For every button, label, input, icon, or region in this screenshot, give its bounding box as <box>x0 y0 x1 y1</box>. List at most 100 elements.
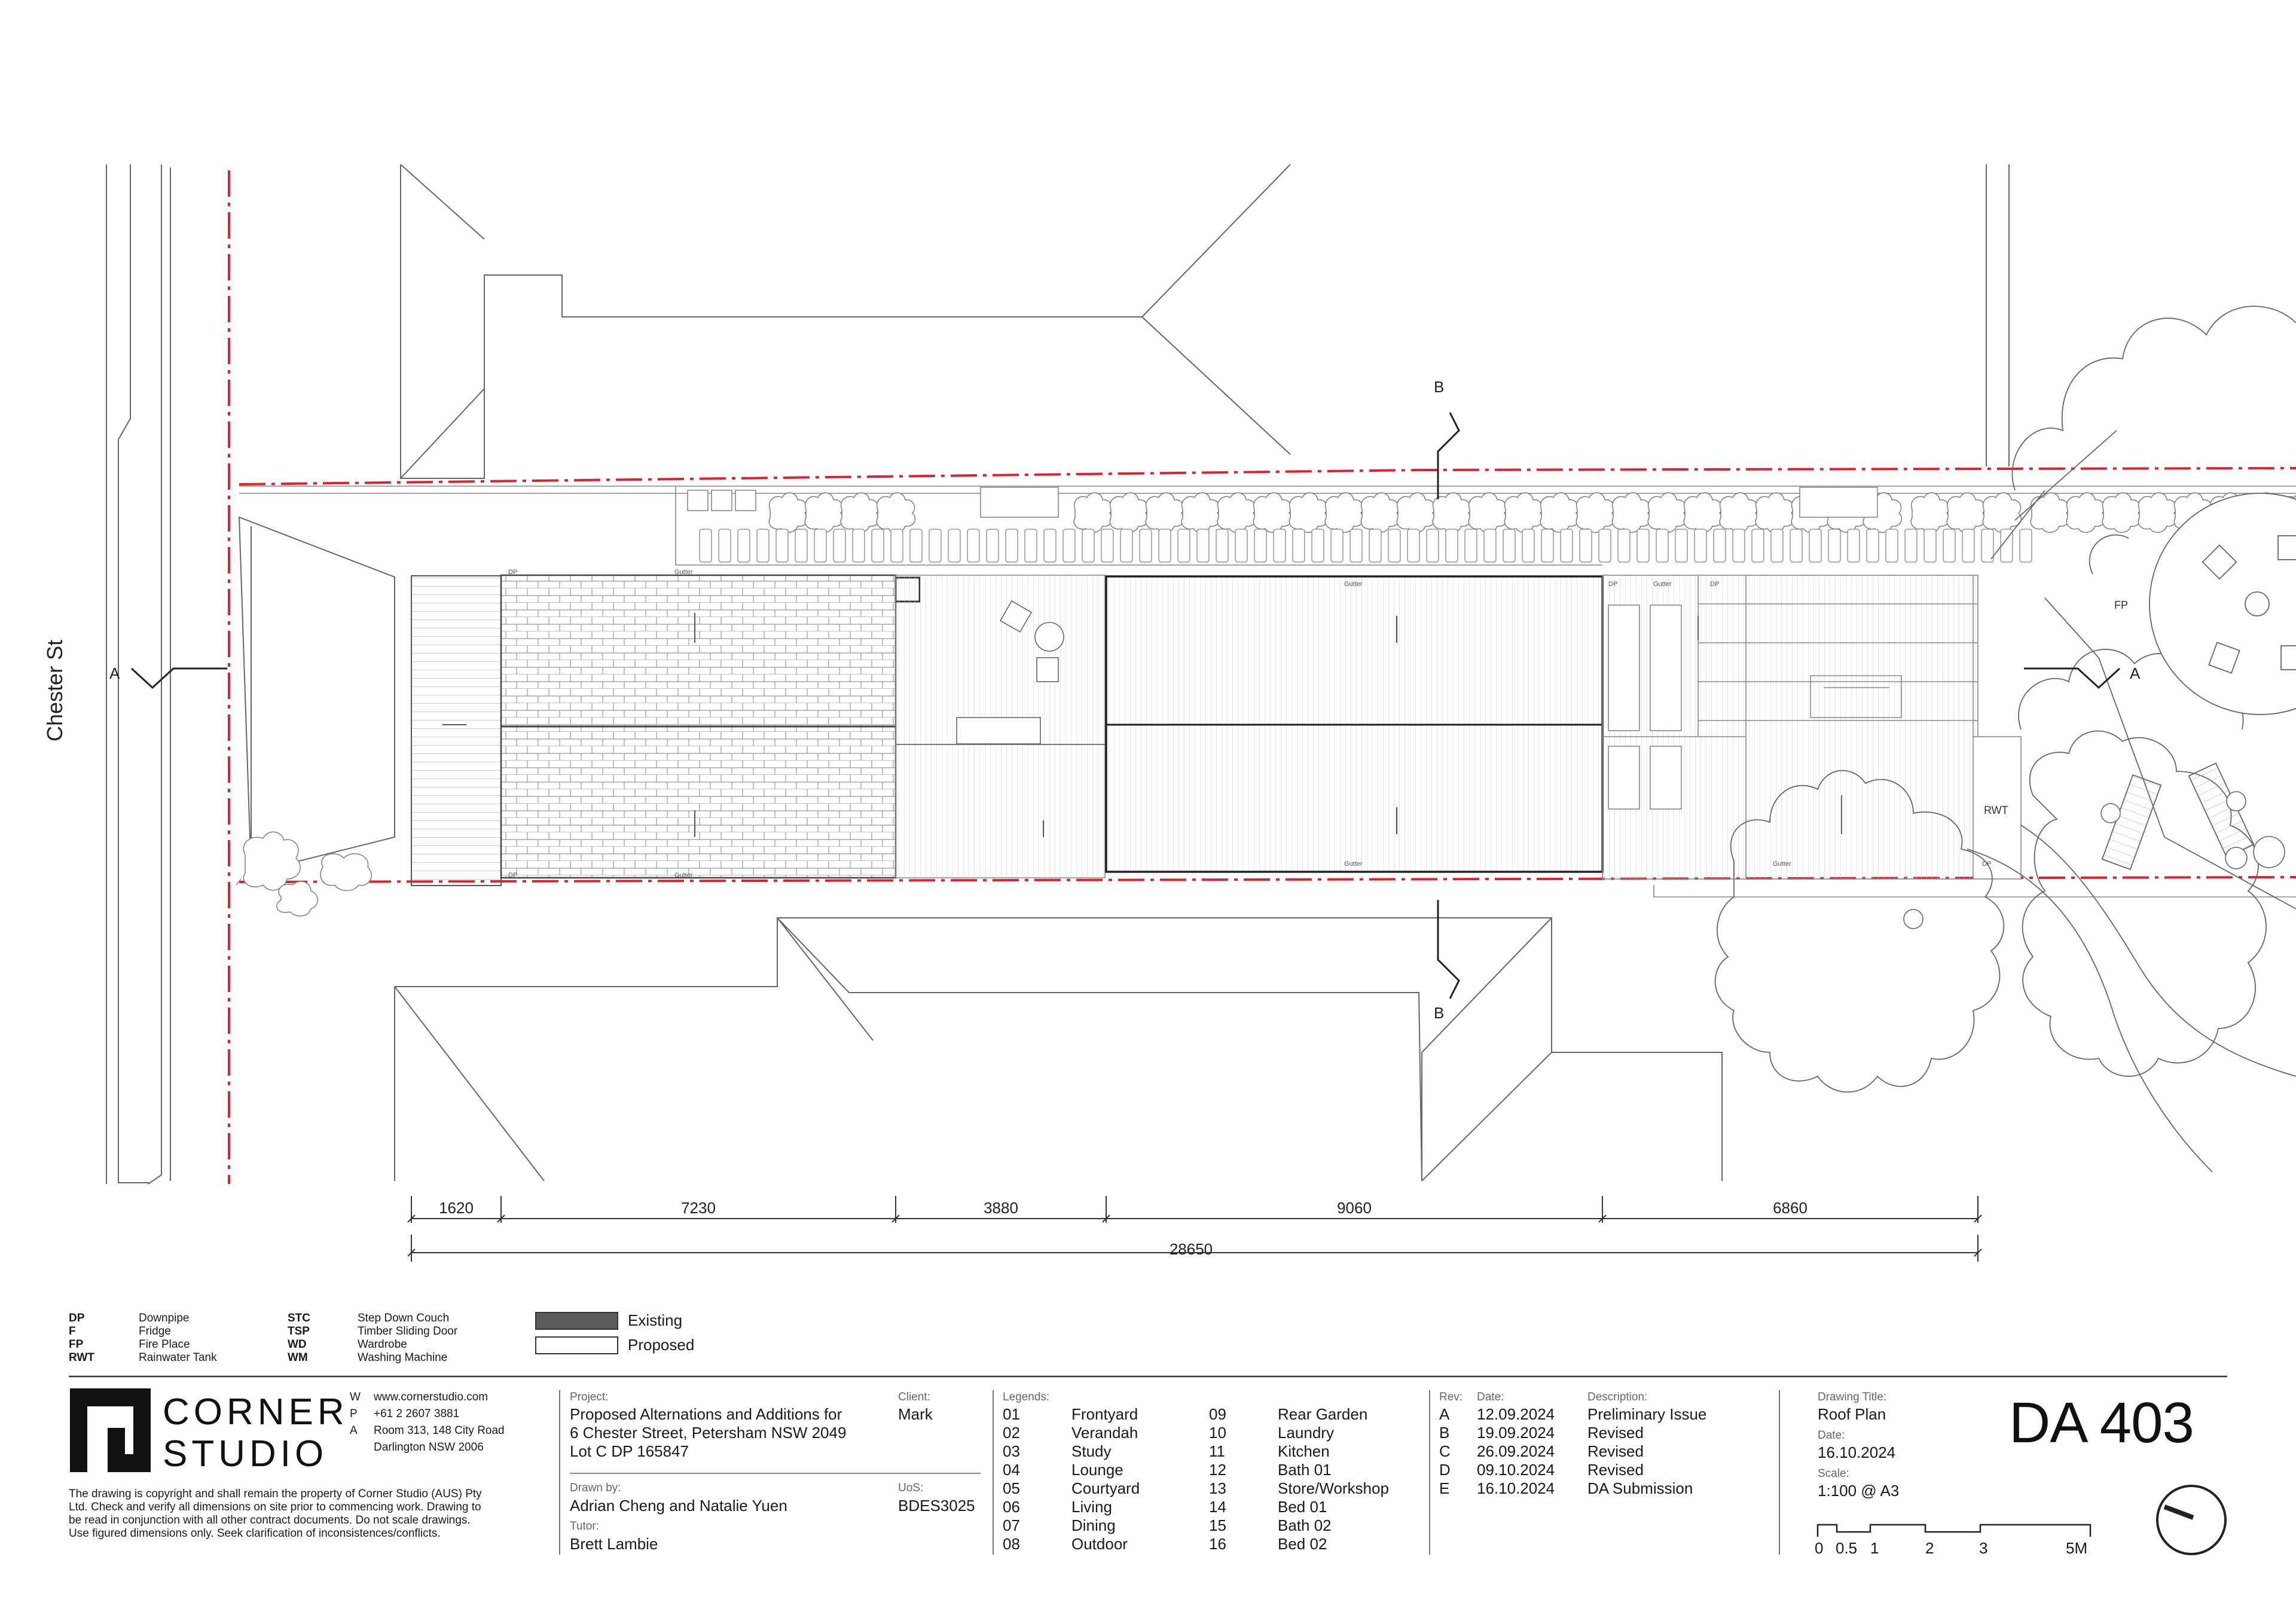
dimension-segment-label: 6860 <box>1773 1199 1808 1217</box>
revision-description: Preliminary Issue <box>1587 1405 1707 1423</box>
abbrev-code: WD <box>288 1338 307 1351</box>
legend-number: 14 <box>1209 1498 1226 1516</box>
client-name: Mark <box>898 1405 933 1423</box>
abbrev-meaning: Timber Sliding Door <box>358 1325 458 1338</box>
downpipe-label: DP <box>508 569 517 576</box>
drawn-by-value: Adrian Cheng and Natalie Yuen <box>570 1497 787 1515</box>
scale-tick-label: 1 <box>1870 1539 1879 1557</box>
stepping-pavers <box>699 529 2032 563</box>
legend-number: 08 <box>1003 1535 1020 1553</box>
neighbour-house-south <box>394 917 1723 1182</box>
living-dining-roof <box>1105 575 1604 873</box>
section-line-a-left <box>130 667 227 689</box>
revision-letter: A <box>1439 1405 1450 1423</box>
studio-name-line2: STUDIO <box>163 1433 328 1475</box>
abbrev-code: F <box>69 1325 76 1338</box>
project-label: Project: <box>570 1391 609 1403</box>
abbrev-code: TSP <box>288 1325 310 1338</box>
contact-value: Room 313, 148 City Road <box>374 1424 505 1437</box>
legend-number: 05 <box>1003 1479 1020 1497</box>
legend-number: 10 <box>1209 1424 1226 1442</box>
contact-value: +61 2 2607 3881 <box>374 1408 460 1420</box>
fireplace-label: FP <box>2114 599 2128 611</box>
dimension-total-label: 28650 <box>1170 1240 1213 1258</box>
revision-date: 16.10.2024 <box>1477 1479 1555 1497</box>
legend-name: Bath 02 <box>1278 1516 1332 1534</box>
legend-number: 11 <box>1209 1442 1225 1460</box>
client-label: Client: <box>898 1391 930 1403</box>
abbrev-meaning: Step Down Couch <box>358 1312 450 1324</box>
divider-1 <box>559 1390 560 1555</box>
legend-name: Living <box>1071 1498 1112 1516</box>
tutor-value: Brett Lambie <box>570 1535 658 1553</box>
side-path <box>236 486 2296 898</box>
downpipe-label: DP <box>1982 860 1991 868</box>
revision-letter: B <box>1439 1424 1450 1442</box>
scale-tick-label: 0 <box>1815 1539 1824 1557</box>
scale-tick-label: 2 <box>1925 1539 1934 1557</box>
drawing-title: Roof Plan <box>1818 1405 1886 1423</box>
revision-date: 26.09.2024 <box>1477 1442 1555 1460</box>
revision-letter: D <box>1439 1461 1451 1479</box>
proposed-key-label: Proposed <box>628 1336 695 1354</box>
divider-3 <box>1429 1390 1430 1555</box>
divider-4 <box>1779 1390 1780 1555</box>
gutter-label: Gutter <box>674 569 693 576</box>
legend-number: 01 <box>1003 1405 1020 1423</box>
copyright-line: Ltd. Check and verify all dimensions on … <box>69 1501 481 1513</box>
dimension-segment-label: 1620 <box>439 1199 474 1217</box>
drawing-date: 16.10.2024 <box>1818 1443 1896 1461</box>
north-arrow-icon <box>2156 1485 2227 1555</box>
gutter-label: Gutter <box>1653 581 1672 588</box>
legend-number: 06 <box>1003 1498 1020 1516</box>
legend-name: Bath 01 <box>1278 1461 1332 1479</box>
legend-name: Laundry <box>1278 1424 1334 1442</box>
abbrev-meaning: Washing Machine <box>358 1351 448 1364</box>
neighbour-house-north <box>400 164 2010 479</box>
uos-value: BDES3025 <box>898 1497 975 1515</box>
downpipe-label: DP <box>1608 581 1617 588</box>
contact-value: www.cornerstudio.com <box>374 1391 488 1403</box>
abbrev-meaning: Fridge <box>139 1325 171 1338</box>
revision-date: 09.10.2024 <box>1477 1461 1555 1479</box>
revision-date: 19.09.2024 <box>1477 1424 1555 1442</box>
legends-label: Legends: <box>1003 1391 1050 1403</box>
revision-description: DA Submission <box>1587 1479 1693 1497</box>
legend-name: Dining <box>1071 1516 1116 1534</box>
abbrev-code: WM <box>288 1351 308 1364</box>
revision-date: 12.09.2024 <box>1477 1405 1555 1423</box>
existing-key-label: Existing <box>628 1311 683 1329</box>
verandah-roof <box>411 575 502 886</box>
abbrev-code: DP <box>69 1312 85 1324</box>
project-line: Proposed Alternations and Additions for <box>570 1405 842 1423</box>
tutor-label: Tutor: <box>570 1520 599 1533</box>
section-line-b-bottom <box>1437 900 1460 999</box>
abbrev-meaning: Downpipe <box>139 1312 190 1324</box>
studio-name-line1: CORNER <box>163 1391 349 1433</box>
revision-letter: E <box>1439 1479 1450 1497</box>
existing-tiled-roof <box>500 574 897 879</box>
tree-canopy-rear <box>1714 306 2296 1173</box>
abbrev-code: FP <box>69 1338 84 1351</box>
legend-name: Study <box>1071 1442 1112 1460</box>
legend-number: 12 <box>1209 1461 1226 1479</box>
section-mark-b-bottom: B <box>1434 1004 1444 1022</box>
legend-name: Lounge <box>1071 1461 1123 1479</box>
drawing-title-label: Drawing Title: <box>1818 1391 1887 1403</box>
pot-plants <box>1903 791 2285 929</box>
legend-number: 09 <box>1209 1405 1226 1423</box>
abbrev-code: STC <box>288 1312 310 1324</box>
rear-roof-pergola <box>1602 575 2022 880</box>
section-line-b-top <box>1437 412 1460 499</box>
rev-desc-label: Description: <box>1587 1391 1648 1403</box>
legend-name: Bed 01 <box>1278 1498 1327 1516</box>
project-line: Lot C DP 165847 <box>570 1442 689 1460</box>
legend-name: Verandah <box>1071 1424 1138 1442</box>
contact-key: A <box>350 1424 358 1437</box>
legend-number: 04 <box>1003 1461 1020 1479</box>
abbrev-code: RWT <box>69 1351 94 1364</box>
contact-key: P <box>350 1408 358 1420</box>
section-mark-a-left: A <box>109 664 120 682</box>
